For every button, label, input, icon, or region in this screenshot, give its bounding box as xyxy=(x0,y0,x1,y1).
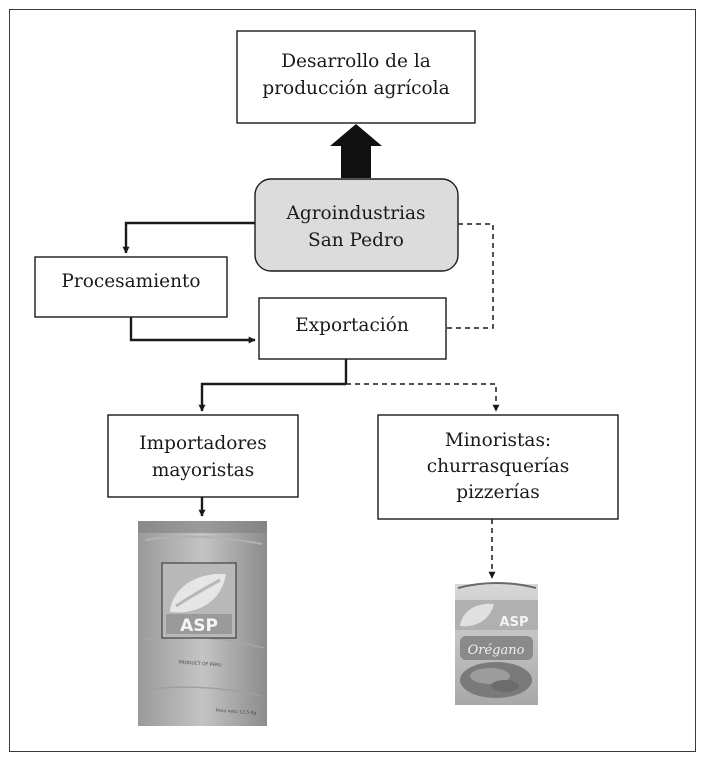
minoristas-label-line2: churrasquerías xyxy=(427,456,569,477)
minoristas-label-line3: pizzerías xyxy=(456,482,540,503)
desarrollo-label-line2: producción agrícola xyxy=(262,78,449,99)
package-brand: ASP xyxy=(500,615,529,630)
node-importadores: Importadores mayoristas xyxy=(107,414,299,498)
procesamiento-label: Procesamiento xyxy=(61,271,200,292)
product-bag-image: ASP PRODUCT OF PERU Peso neto 12.5 Kg xyxy=(138,521,267,726)
product-package-image: ASP Orégano xyxy=(455,582,538,705)
bag-brand: ASP xyxy=(180,616,218,636)
desarrollo-label-line1: Desarrollo de la xyxy=(281,51,431,72)
agroindustrias-label-line2: San Pedro xyxy=(308,230,404,251)
connector-exportacion-minoristas-dashed xyxy=(346,383,500,412)
importadores-label-line2: mayoristas xyxy=(152,460,254,481)
node-desarrollo: Desarrollo de la producción agrícola xyxy=(236,30,476,124)
connector-agro-procesamiento xyxy=(122,221,255,254)
node-minoristas: Minoristas: churrasquerías pizzerías xyxy=(377,414,619,520)
node-agroindustrias: Agroindustrias San Pedro xyxy=(254,178,459,272)
bag-product-text: PRODUCT OF PERU xyxy=(178,660,221,669)
minoristas-label-line1: Minoristas: xyxy=(445,430,551,451)
exportacion-label: Exportación xyxy=(295,315,409,336)
importadores-label-line1: Importadores xyxy=(139,433,266,454)
node-procesamiento: Procesamiento xyxy=(34,256,228,318)
connector-agro-exportacion-dashed xyxy=(446,223,494,329)
bag-weight-text: Peso neto 12.5 Kg xyxy=(216,708,257,717)
package-product-name: Orégano xyxy=(468,643,525,658)
agroindustrias-label-line1: Agroindustrias xyxy=(286,203,426,224)
node-exportacion: Exportación xyxy=(258,297,447,360)
figure-frame xyxy=(9,9,696,752)
connector-procesamiento-exportacion xyxy=(129,317,256,344)
connector-exportacion-importadores xyxy=(198,382,346,412)
thick-arrow-up xyxy=(330,124,382,178)
